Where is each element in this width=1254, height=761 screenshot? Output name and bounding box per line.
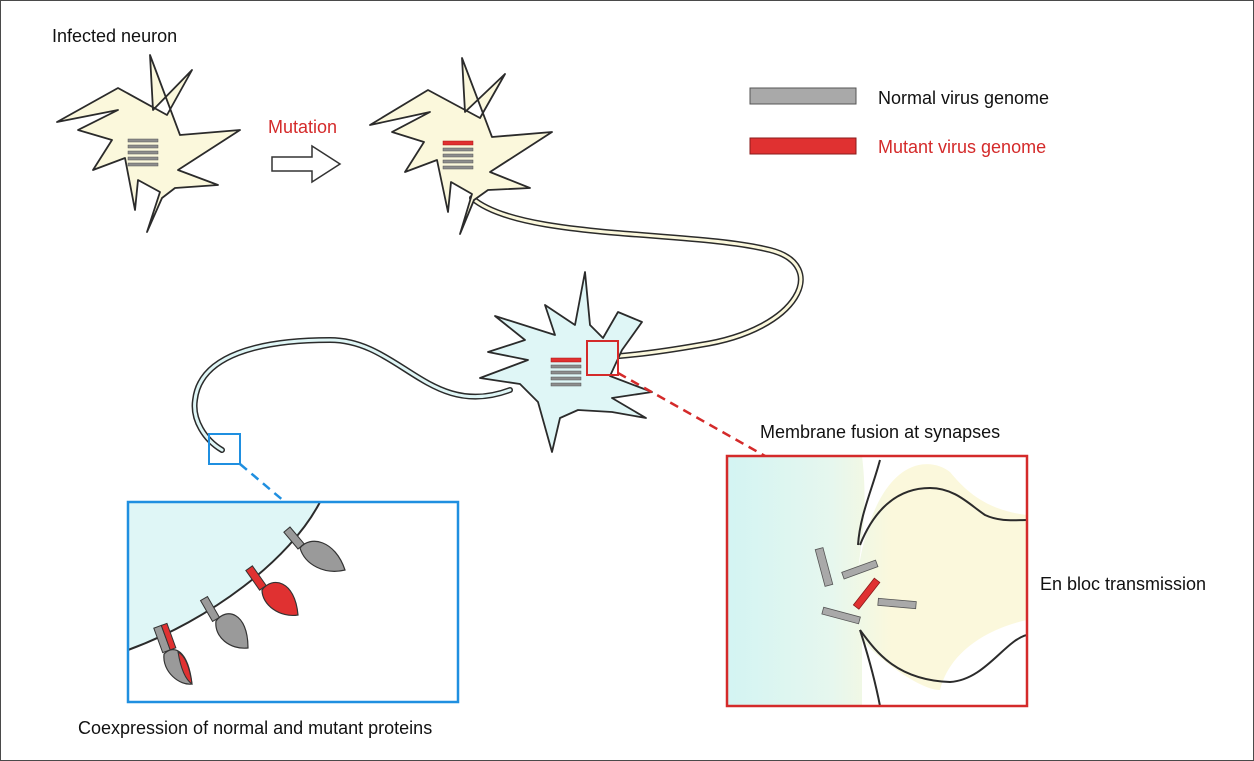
- terminal-zoom-connector: [239, 463, 286, 503]
- membrane-fusion-label: Membrane fusion at synapses: [760, 422, 1000, 442]
- normal-genome: [841, 559, 879, 580]
- mutated-neuron: [369, 57, 804, 360]
- legend-normal-swatch: [749, 87, 857, 105]
- normal-protein: [283, 526, 346, 572]
- coexpression-inset: [126, 500, 460, 704]
- legend-normal-label: Normal virus genome: [878, 88, 1049, 108]
- normal-genome-stack: [127, 138, 159, 167]
- en-bloc-label: En bloc transmission: [1040, 574, 1206, 594]
- legend-mutant-swatch: [749, 137, 857, 155]
- normal-protein: [199, 595, 249, 649]
- legend-mutant-label: Mutant virus genome: [878, 137, 1046, 157]
- normal-genome: [877, 597, 917, 610]
- normal-genome: [814, 547, 834, 587]
- membrane-fusion-inset-border: [725, 454, 1029, 708]
- mutant-genome-bar: [442, 140, 474, 146]
- membrane-fusion-inset: [725, 454, 1029, 708]
- coexpression-inset-border: [126, 500, 460, 704]
- infected-neuron-label: Infected neuron: [52, 26, 177, 46]
- coexpression-label: Coexpression of normal and mutant protei…: [78, 718, 432, 738]
- infected-neuron: [56, 54, 241, 233]
- mutant-protein: [245, 565, 299, 617]
- mutant-genome: [852, 577, 881, 610]
- synapse-zoom-connector: [617, 371, 766, 458]
- terminal-highlight-box: [208, 433, 241, 465]
- hybrid-protein: [153, 622, 193, 686]
- synapse-highlight-box: [586, 340, 619, 376]
- normal-genome: [821, 606, 861, 625]
- legend: Normal virus genome Mutant virus genome: [749, 87, 1049, 157]
- receiving-neuron: [191, 271, 653, 453]
- mutation-label: Mutation: [268, 117, 337, 137]
- mutation-arrow-icon: [271, 144, 342, 184]
